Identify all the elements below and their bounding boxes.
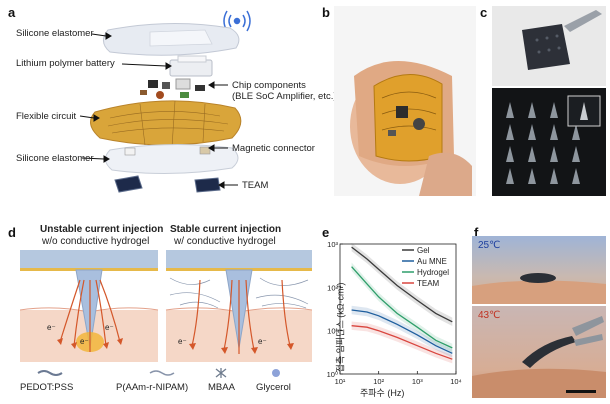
flexible-circuit	[90, 100, 242, 146]
series-band-team	[351, 321, 453, 364]
temp-43-label: 43℃	[478, 310, 501, 321]
series-line-gel	[351, 246, 453, 323]
device-flat-illustration	[472, 273, 606, 304]
series-band-au-mne	[351, 305, 453, 358]
panel-c-top-photo	[492, 6, 606, 86]
d-legend-paam: P(AAm-r-NIPAM)	[116, 382, 189, 393]
label-magnetic-connector: Magnetic connector	[232, 143, 315, 154]
chart-x-axis-label: 주파수 (Hz)	[360, 388, 405, 398]
panel-c-bottom-photo	[492, 88, 606, 196]
chip-components	[140, 78, 205, 99]
d-legend-icons	[37, 368, 280, 378]
chart-y-axis-label: 접촉 임피던스 (kΩ·cm²)	[335, 282, 346, 373]
x-tick-label: 10¹	[335, 377, 346, 386]
d-right-schematic	[165, 250, 312, 362]
device-on-finger-illustration	[350, 61, 472, 196]
d-legend-mbaa: MBAA	[208, 382, 235, 393]
panel-f-label: f	[474, 225, 479, 240]
d-left-title: Unstable current injection	[40, 224, 164, 235]
chart-frame	[339, 243, 457, 375]
panel-f-top-photo	[472, 236, 606, 304]
y-tick-label: 10²	[327, 283, 338, 292]
d-legend-pedot: PEDOT:PSS	[20, 382, 74, 393]
panel-c-label: c	[480, 5, 488, 20]
d-electron-right-2: e⁻	[258, 337, 267, 346]
d-electron-left-3: e⁻	[105, 323, 114, 332]
y-tick-label: 10¹	[327, 327, 338, 336]
d-right-subtitle: w/ conductive hydrogel	[174, 236, 276, 247]
panel-b-label: b	[322, 5, 330, 20]
label-silicone-bottom: Silicone elastomer	[16, 153, 94, 164]
microneedle-array-illustration	[506, 95, 601, 184]
x-tick-label: 10⁴	[450, 377, 462, 386]
d-left-schematic	[20, 250, 159, 362]
legend-label-au-mne: Au MNE	[417, 257, 447, 266]
team-electrodes	[114, 175, 221, 193]
x-tick-label: 10³	[412, 377, 423, 386]
panel-f-bottom-photo	[472, 306, 606, 398]
label-battery: Lithium polymer battery	[16, 58, 115, 69]
legend-label-team: TEAM	[417, 279, 440, 288]
label-team: TEAM	[242, 180, 269, 191]
y-tick-label: 10³	[327, 240, 338, 249]
panel-d-label: d	[8, 225, 16, 240]
d-electron-right-1: e⁻	[178, 337, 187, 346]
series-band-gel	[351, 242, 453, 326]
series-line-hydrogel	[351, 266, 453, 349]
d-left-subtitle: w/o conductive hydrogel	[42, 236, 150, 247]
panel-d-schematic	[20, 250, 312, 362]
y-tick-label: 10⁰	[327, 370, 338, 379]
panel-b-photo	[334, 6, 476, 196]
d-right-title: Stable current injection	[170, 224, 282, 235]
series-line-team	[351, 325, 453, 360]
panel-e-label: e	[322, 225, 330, 240]
d-electron-left-1: e⁻	[47, 323, 56, 332]
label-chip-components-detail: (BLE SoC Amplifier, etc.)	[232, 91, 337, 102]
d-electron-left-2: e⁻	[80, 337, 89, 346]
legend-label-hydrogel: Hydrogel	[417, 268, 449, 277]
panel-a-label: a	[8, 5, 16, 20]
temp-25-label: 25℃	[478, 240, 501, 251]
d-legend-glycerol: Glycerol	[256, 382, 291, 393]
electrode-patch-illustration	[522, 10, 602, 70]
label-flexible-circuit: Flexible circuit	[16, 111, 77, 122]
x-tick-label: 10²	[373, 377, 384, 386]
legend-label-gel: Gel	[417, 246, 430, 255]
series-line-au-mne	[351, 309, 453, 354]
label-chip-components: Chip components	[232, 80, 306, 91]
device-curled-illustration	[472, 316, 606, 398]
label-silicone-top: Silicone elastomer	[16, 28, 94, 39]
panel-a-exploded-diagram	[79, 10, 251, 193]
